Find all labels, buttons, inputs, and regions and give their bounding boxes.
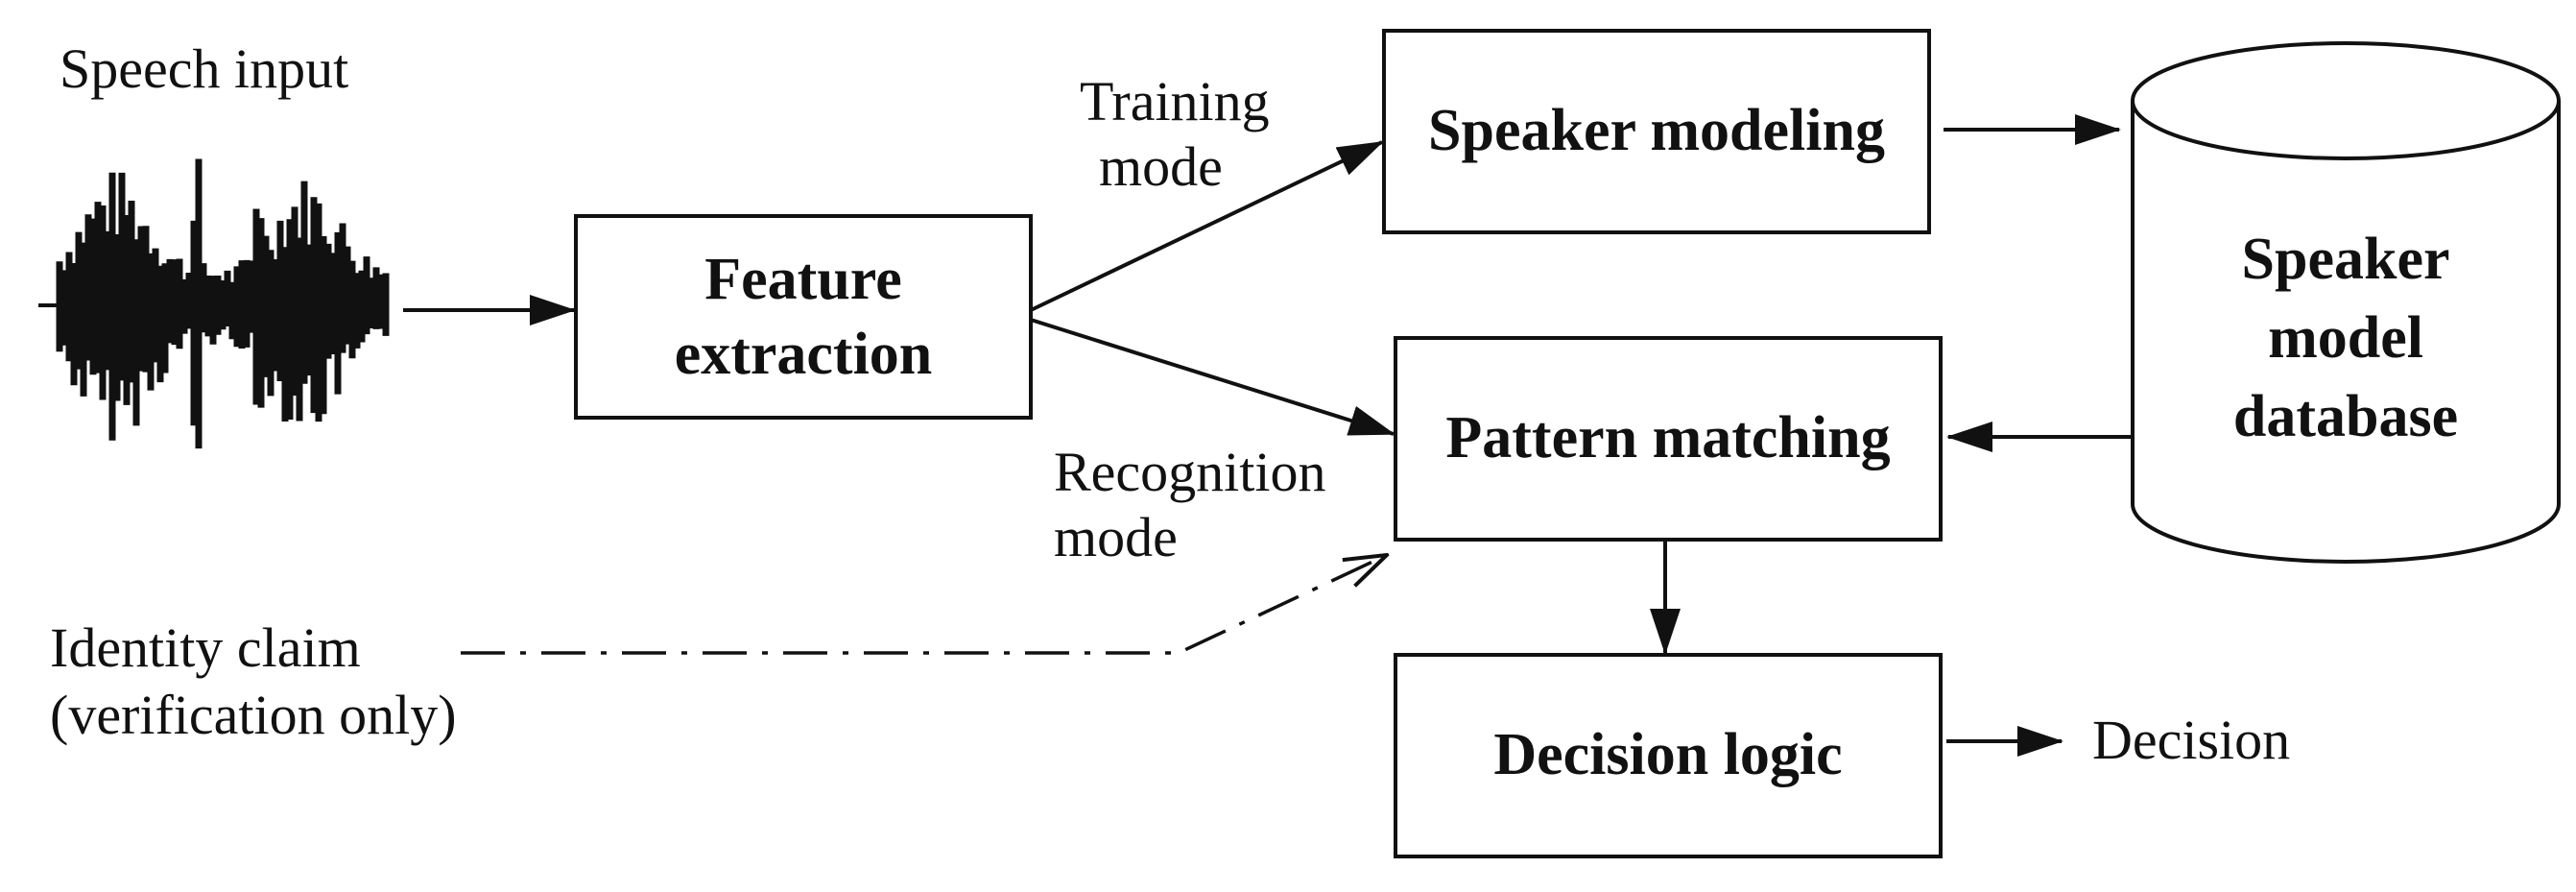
database-line-1: Speaker bbox=[2241, 227, 2450, 292]
training-mode-label: Training mode bbox=[1080, 69, 1270, 201]
speaker-modeling-box bbox=[1382, 29, 1931, 234]
speech-input-label: Speech input bbox=[60, 37, 349, 100]
speaker-model-database-cylinder bbox=[2131, 41, 2561, 564]
feature-extraction-line-1: Feature bbox=[704, 247, 902, 312]
decision-logic-label: Decision logic bbox=[1493, 722, 1843, 787]
feature-extraction-line-2: extraction bbox=[674, 321, 933, 387]
speaker-modeling-label: Speaker modeling bbox=[1428, 98, 1885, 163]
identity-claim-line-2: (verification only) bbox=[50, 683, 457, 746]
feature-extraction-box bbox=[574, 214, 1033, 420]
pattern-matching-box bbox=[1394, 336, 1943, 542]
training-mode-line-2: mode bbox=[1099, 135, 1223, 199]
decision-logic-box bbox=[1394, 653, 1943, 858]
recognition-mode-line-1: Recognition bbox=[1054, 441, 1326, 503]
identity-claim-label: Identity claim (verification only) bbox=[50, 615, 457, 748]
database-line-3: database bbox=[2232, 383, 2459, 449]
decision-output-label: Decision bbox=[2092, 709, 2291, 771]
identity-claim-dashed-arrow bbox=[461, 555, 1387, 655]
identity-claim-line-1: Identity claim bbox=[50, 616, 361, 679]
training-mode-line-1: Training bbox=[1080, 70, 1270, 133]
feature-extraction-label: Feature extraction bbox=[576, 243, 1031, 392]
recognition-mode-line-2: mode bbox=[1054, 506, 1178, 569]
database-label: Speaker model database bbox=[2133, 221, 2559, 456]
pattern-matching-label: Pattern matching bbox=[1445, 405, 1891, 470]
arrow-features-to-matching bbox=[1030, 318, 1395, 436]
database-line-2: model bbox=[2268, 304, 2423, 371]
arrow-features-to-modeling bbox=[1030, 140, 1384, 312]
speech-waveform-icon bbox=[38, 158, 390, 449]
recognition-mode-label: Recognition mode bbox=[1054, 440, 1326, 571]
